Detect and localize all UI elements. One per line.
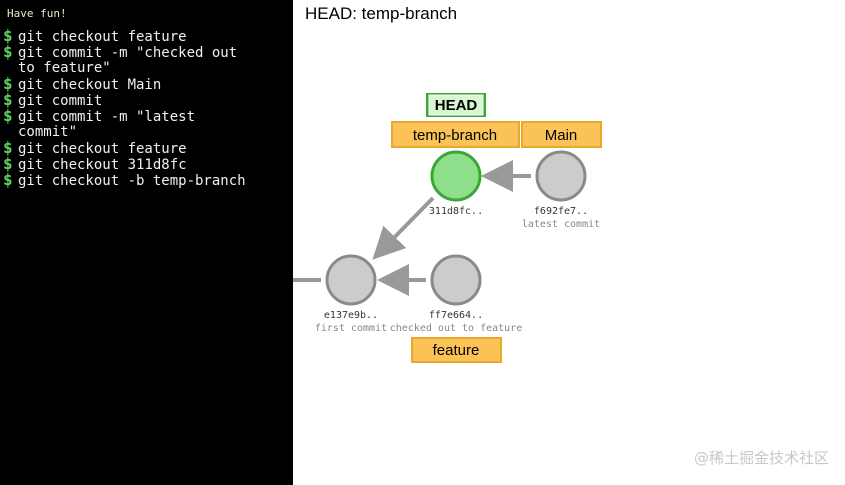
branch-label-temp-branch: temp-branch [413, 127, 497, 144]
terminal-header: Have fun! [7, 7, 67, 20]
command-line: $ git checkout -b temp-branch [3, 170, 246, 190]
commit-node-ff7e664[interactable] [430, 254, 482, 306]
branch-label-feature: feature [433, 342, 480, 359]
command-line: $ git commit -m "latest [3, 106, 196, 126]
commit-msg-e137e9b: first commit [315, 323, 387, 334]
command-text: git commit [18, 93, 103, 109]
commit-node-311d8fc[interactable] [430, 150, 482, 202]
command-line: $ git checkout Main [3, 74, 162, 94]
command-text: git checkout Main [18, 77, 162, 93]
commit-node-f692fe7[interactable] [535, 150, 587, 202]
command-line: $ git commit [3, 90, 103, 110]
prompt-symbol: $ [3, 106, 13, 125]
command-text: git checkout feature [18, 141, 187, 157]
branch-tag-feature [411, 337, 502, 363]
command-text: git checkout feature [18, 29, 187, 45]
prompt-symbol: $ [3, 74, 13, 93]
command-line: $ git checkout feature [3, 26, 187, 46]
commit-id-f692fe7: f692fe7.. [534, 206, 588, 217]
commit-id-311d8fc: 311d8fc.. [429, 206, 483, 217]
commit-id-e137e9b: e137e9b.. [324, 310, 378, 321]
command-text: to feature" [18, 60, 111, 76]
prompt-symbol: $ [3, 26, 13, 45]
command-line: $ git checkout feature [3, 138, 187, 158]
commit-node-e137e9b[interactable] [325, 254, 377, 306]
command-text: git checkout 311d8fc [18, 157, 187, 173]
command-line: $ git checkout 311d8fc [3, 154, 187, 174]
terminal-panel: Have fun! $ git checkout feature $ git comm… [0, 0, 293, 485]
prompt-symbol: $ [3, 90, 13, 109]
commit-id-ff7e664: ff7e664.. [429, 310, 483, 321]
edge-311d8fc-to-e137e9b [372, 196, 435, 260]
prompt-symbol: $ [3, 170, 13, 189]
command-line: commit" [3, 124, 77, 140]
branch-label-main: Main [545, 127, 578, 144]
command-text: commit" [18, 124, 78, 140]
prompt-symbol: $ [3, 154, 13, 173]
prompt-symbol: $ [3, 42, 13, 61]
branch-tag-temp-branch [391, 121, 520, 148]
watermark: @稀土掘金技术社区 [693, 449, 829, 467]
prompt-symbol: $ [3, 138, 13, 157]
head-ref-label: HEAD: temp-branch [305, 4, 458, 23]
head-tag [428, 94, 484, 116]
commit-msg-f692fe7: latest commit [522, 219, 600, 230]
head-tag-label: HEAD [435, 97, 478, 114]
command-line: $ git commit -m "checked out [3, 42, 238, 62]
command-line: to feature" [3, 60, 111, 76]
command-text: git commit -m "checked out [18, 45, 238, 61]
command-text: git commit -m "latest [18, 109, 196, 125]
branch-tag-main [521, 121, 602, 148]
commit-msg-ff7e664: checked out to feature [390, 323, 522, 334]
command-text: git checkout -b temp-branch [18, 173, 246, 189]
